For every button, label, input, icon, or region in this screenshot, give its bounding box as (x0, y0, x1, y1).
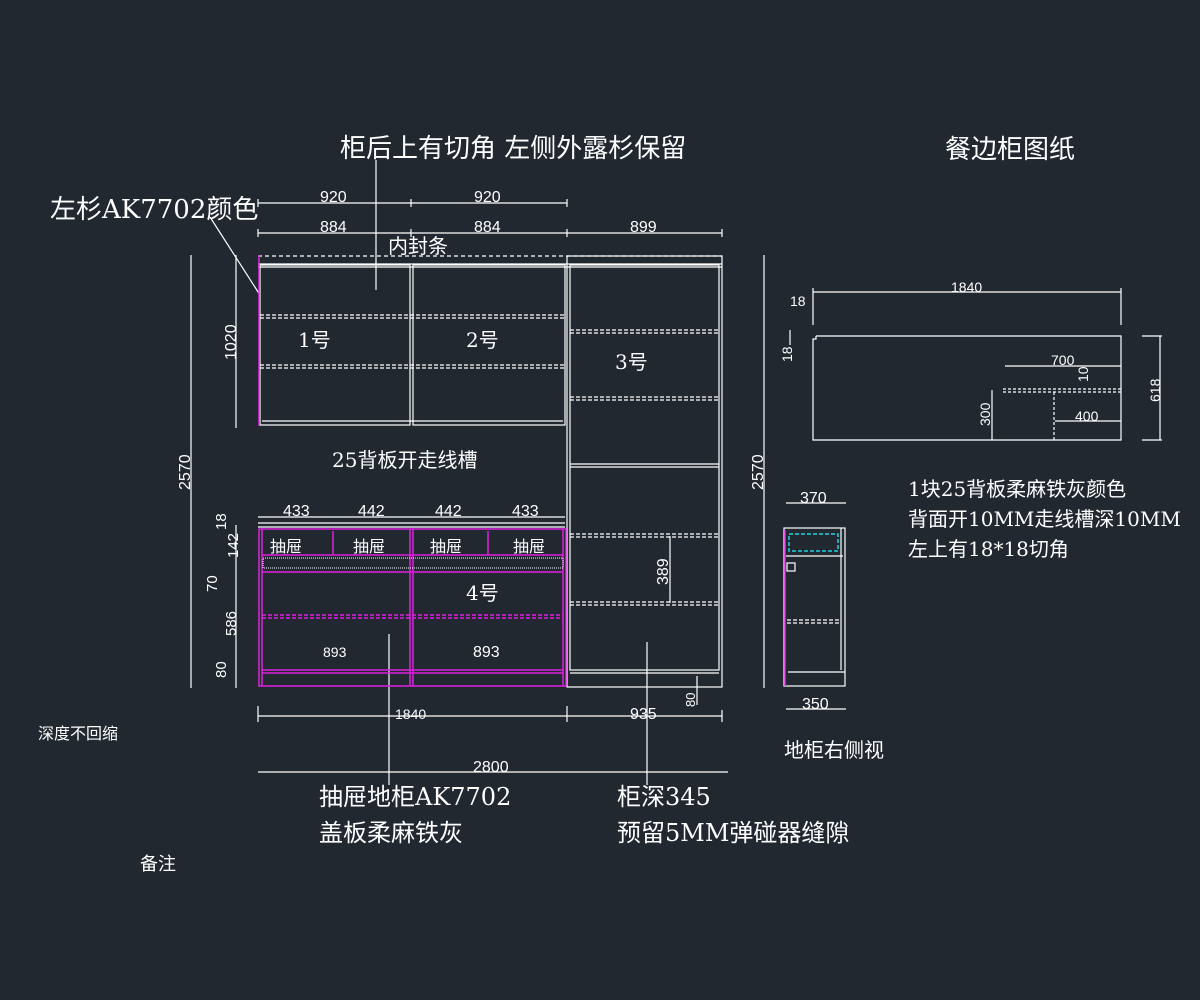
left-color-note: 左杉AK7702颜色 (50, 195, 258, 225)
main-note: 柜后上有切角 左侧外露杉保留 (340, 134, 686, 164)
dim-70: 70 (204, 575, 221, 592)
dim-350: 350 (802, 696, 829, 713)
dim-18: 18 (213, 513, 230, 530)
depth-note: 深度不回缩 (38, 724, 118, 743)
panel-dim-1840: 1840 (951, 279, 982, 295)
dim-899: 899 (630, 219, 657, 236)
dim-142: 142 (225, 533, 242, 558)
dim-442-a: 442 (358, 503, 385, 520)
panel-dim-618: 618 (1147, 378, 1163, 402)
drawer-label-1: 抽屉 (270, 537, 302, 556)
cabinet-2-label: 2号 (466, 328, 499, 352)
cabinet-3-frame (566, 255, 723, 688)
cabinet-1-label: 1号 (298, 328, 331, 352)
dim-920-a: 920 (320, 189, 347, 206)
dim-893-a: 893 (323, 644, 347, 660)
panel-dim-700: 700 (1051, 352, 1075, 368)
panel-note-1: 1块25背板柔麻铁灰颜色 (908, 477, 1126, 501)
dim-389: 389 (655, 558, 672, 585)
cabinet-depth-line2: 预留5MM弹碰器缝隙 (617, 819, 849, 847)
drawer-label-3: 抽屉 (430, 537, 462, 556)
side-view-label: 地柜右侧视 (784, 738, 884, 762)
back-panel-outline (812, 335, 1122, 441)
side-view-frame (783, 527, 846, 687)
dim-935: 935 (630, 706, 657, 723)
side-drawer-cyan (788, 533, 839, 552)
inner-edge-label: 内封条 (388, 234, 448, 258)
panel-note-3: 左上有18*18切角 (908, 537, 1069, 561)
panel-dim-10: 10 (1075, 366, 1091, 382)
dim-442-b: 442 (435, 503, 462, 520)
panel-dim-18-v: 18 (779, 346, 795, 362)
cabinet-4-label: 4号 (466, 581, 499, 605)
panel-dim-400: 400 (1075, 408, 1099, 424)
panel-dim-300: 300 (977, 402, 993, 426)
dim-370: 370 (800, 490, 827, 507)
drawing-title: 餐边柜图纸 (945, 135, 1075, 165)
drawer-base-line2: 盖板柔麻铁灰 (319, 819, 463, 847)
dim-586: 586 (223, 611, 240, 636)
drawer-hatch (262, 557, 564, 569)
dim-80-right: 80 (683, 693, 698, 707)
panel-note-2: 背面开10MM走线槽深10MM (908, 507, 1181, 531)
cabinet-3-label: 3号 (615, 350, 648, 374)
dim-1840: 1840 (395, 706, 426, 722)
back-panel-note: 25背板开走线槽 (332, 448, 477, 472)
dim-893-b: 893 (473, 644, 500, 661)
dim-80: 80 (213, 661, 230, 678)
drawer-label-2: 抽屉 (353, 537, 385, 556)
dim-433-b: 433 (512, 503, 539, 520)
dim-433-a: 433 (283, 503, 310, 520)
panel-dim-18-h: 18 (790, 293, 806, 309)
drawer-label-4: 抽屉 (513, 537, 545, 556)
cabinet-2-frame (412, 264, 566, 426)
dim-2570-left: 2570 (177, 454, 194, 490)
drawer-base-line1: 抽屉地柜AK7702 (319, 783, 511, 811)
cabinet-depth-line1: 柜深345 (617, 783, 711, 811)
dim-2800: 2800 (473, 759, 509, 776)
dim-2570-right: 2570 (750, 454, 767, 490)
dim-884-b: 884 (474, 219, 501, 236)
leader-line-left (209, 216, 261, 296)
cabinet-1-frame (259, 264, 411, 426)
dim-1020: 1020 (223, 324, 240, 360)
remark-label: 备注 (140, 854, 176, 875)
dim-884-a: 884 (320, 219, 347, 236)
dim-920-b: 920 (474, 189, 501, 206)
